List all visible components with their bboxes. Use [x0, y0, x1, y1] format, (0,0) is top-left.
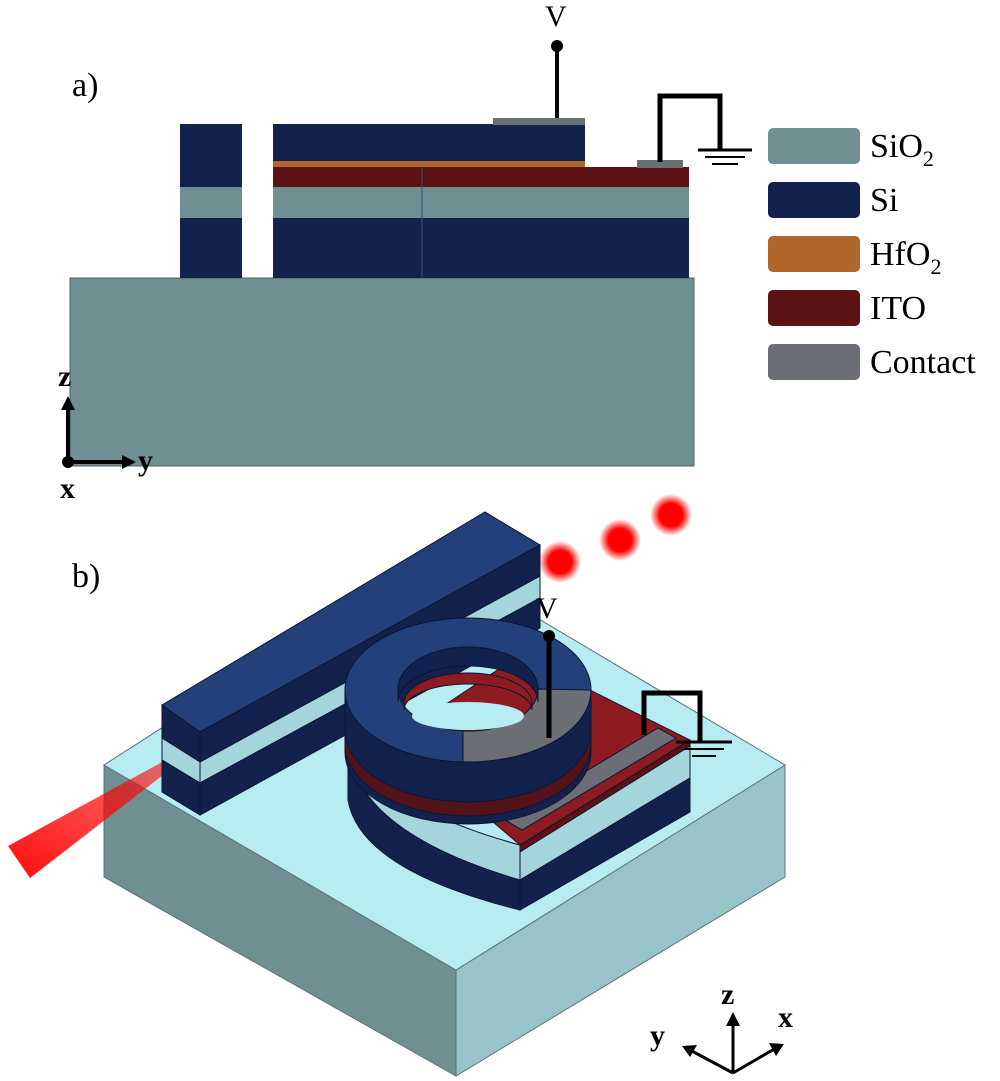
legend-label-si: Si — [870, 182, 898, 219]
voltage-label-a: V — [545, 0, 567, 33]
axes-b — [682, 1012, 784, 1075]
top-contact — [493, 118, 585, 125]
ground-symbol-b — [641, 690, 732, 757]
legend-subscript-hfo2: 2 — [930, 254, 941, 279]
axis-y-label-b: y — [650, 1019, 665, 1052]
axis-z-label-a: z — [58, 360, 71, 393]
output-light — [539, 494, 692, 583]
axis-x-label-a: x — [60, 472, 75, 505]
legend-swatch-contact — [768, 344, 860, 380]
panel-a: a) V — [58, 0, 752, 505]
hfo2-layer — [273, 161, 585, 167]
axis-y-label-a: y — [138, 444, 153, 477]
bus-waveguide-cross-section — [180, 124, 242, 278]
voltage-label-b: V — [536, 592, 558, 625]
legend-label-hfo2: HfO2 — [870, 236, 941, 279]
legend-label-ito: ITO — [870, 290, 926, 327]
input-beam — [8, 760, 172, 878]
panel-b-label: b) — [72, 558, 100, 595]
legend-swatch-hfo2 — [768, 236, 860, 272]
side-contact — [637, 160, 683, 168]
axis-z-label-b: z — [721, 978, 734, 1011]
sio2-substrate — [69, 277, 695, 467]
legend-swatch-si — [768, 182, 860, 218]
legend-swatch-sio2 — [768, 128, 860, 164]
ground-symbol-a — [657, 93, 752, 165]
legend-subscript-sio2: 2 — [923, 146, 934, 171]
legend-swatch-ito — [768, 290, 860, 326]
panel-b: b) — [8, 494, 793, 1077]
panel-a-label: a) — [72, 67, 98, 104]
axis-x-label-b: x — [778, 1001, 793, 1034]
legend-label-sio2: SiO2 — [870, 128, 934, 171]
ring-cross-section — [273, 124, 689, 278]
legend-label-contact: Contact — [870, 344, 976, 381]
ito-layer — [273, 167, 689, 187]
axes-a — [61, 396, 136, 469]
ring-resonator-3d — [344, 617, 592, 825]
